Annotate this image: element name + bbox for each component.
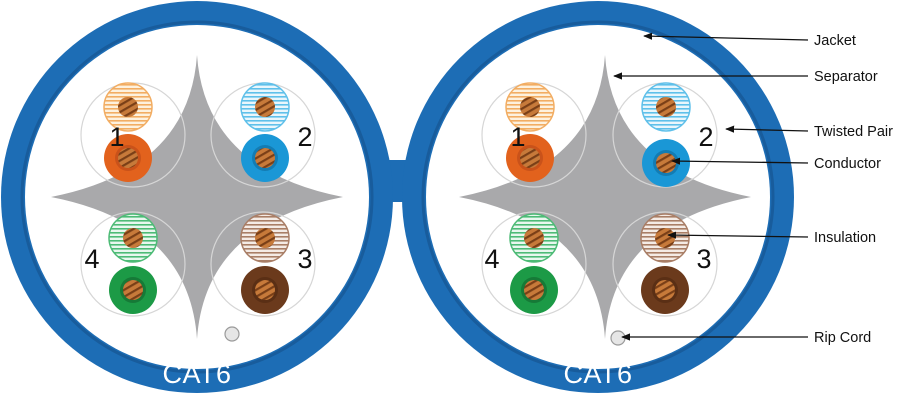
conductor: [255, 280, 275, 300]
pair-4-outline: [481, 211, 587, 317]
pair-3-outline: [612, 211, 718, 317]
conductor: [255, 148, 275, 168]
cable-label-left: CAT6: [162, 359, 231, 389]
jacket-inner-edge-left: [20, 20, 374, 374]
pair-1-wires: [505, 82, 555, 182]
conductor: [520, 148, 540, 168]
callout-leaders: [613, 32, 809, 341]
pair-number-1: 1: [109, 122, 124, 152]
callout-labels: Jacket Separator Twisted Pair Conductor …: [814, 33, 893, 346]
conductor: [524, 280, 544, 300]
jacket-inner-edge-right: [421, 20, 775, 374]
pair-4-wires: [509, 213, 559, 314]
right-cable: 1 2 3 4 CAT6: [459, 55, 751, 389]
pair-number-4: 4: [84, 244, 99, 274]
left-cable: 1 2 3 4 CAT6: [51, 55, 343, 389]
pair-2-wires: [641, 82, 691, 187]
separator-left: [51, 55, 343, 339]
pair-number-4: 4: [484, 244, 499, 274]
conductor: [118, 97, 138, 117]
label-twisted-pair: Twisted Pair: [814, 124, 893, 140]
conductor: [656, 153, 676, 173]
label-separator: Separator: [814, 69, 878, 85]
pair-4-outline: [80, 211, 186, 317]
conductor: [123, 228, 143, 248]
pair-number-3: 3: [696, 244, 711, 274]
label-jacket: Jacket: [814, 33, 856, 49]
label-insulation: Insulation: [814, 230, 876, 246]
twisted-pair-leader: [725, 125, 809, 133]
rip-cord-right: [610, 330, 626, 346]
conductor: [118, 148, 138, 168]
conductor: [524, 228, 544, 248]
pair-2-wires: [240, 82, 290, 182]
conductor: [255, 228, 275, 248]
pair-3-outline: [210, 211, 316, 317]
cable-label-right: CAT6: [563, 359, 632, 389]
conductor: [655, 228, 675, 248]
conductor-leader: [671, 157, 809, 165]
label-conductor: Conductor: [814, 156, 881, 172]
conductor: [656, 97, 676, 117]
pair-number-2: 2: [698, 122, 713, 152]
pair-3-wires: [640, 213, 690, 314]
insulation-leader: [667, 231, 809, 239]
jacket-leader: [643, 32, 809, 41]
pair-1-wires: [103, 82, 153, 182]
separator-right: [459, 55, 751, 339]
pair-number-1: 1: [510, 122, 525, 152]
conductor: [655, 280, 675, 300]
pair-number-2: 2: [297, 122, 312, 152]
pair-3-wires: [240, 213, 290, 314]
conductor: [255, 97, 275, 117]
rip-cord-left: [224, 326, 240, 342]
pair-4-wires: [108, 213, 158, 314]
conductor: [123, 280, 143, 300]
label-rip-cord: Rip Cord: [814, 330, 871, 346]
pair-number-3: 3: [297, 244, 312, 274]
conductor: [520, 97, 540, 117]
